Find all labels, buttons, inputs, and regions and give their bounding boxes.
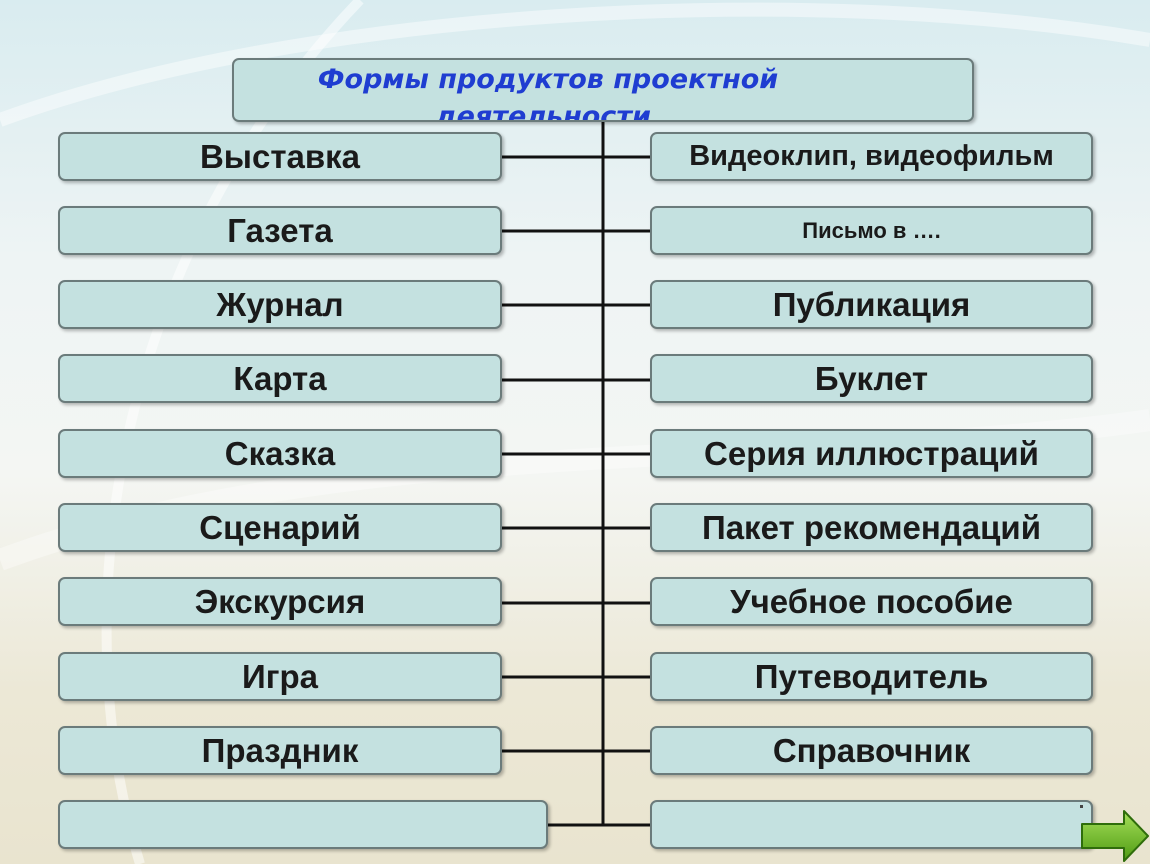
right-item: Путеводитель [650,652,1093,701]
left-item: Журнал [58,280,502,329]
right-item: Учебное пособие [650,577,1093,626]
right-item: Справочник [650,726,1093,775]
left-item: Игра [58,652,502,701]
left-item: Праздник [58,726,502,775]
right-item: Буклет [650,354,1093,403]
right-item: Пакет рекомендаций [650,503,1093,552]
right-item: Письмо в …. [650,206,1093,255]
left-item-label: Экскурсия [194,582,366,620]
right-item-label: Справочник [772,731,971,769]
left-item-label: Газета [227,211,333,249]
left-item: Экскурсия [58,577,502,626]
right-item-label: Путеводитель [754,657,989,695]
left-item: Сказка [58,429,502,478]
title-box: Формы продуктов проектной деятельности. [232,58,974,122]
left-item: Карта [58,354,502,403]
left-item-label: Праздник [201,731,359,769]
left-item-label: Игра [242,657,318,695]
left-item-label: Журнал [216,285,344,323]
dot-mark [1080,805,1083,808]
right-item-label: Буклет [814,359,929,397]
right-item-label: Публикация [772,285,971,323]
left-item: Газета [58,206,502,255]
right-item-label: Письмо в …. [802,217,941,243]
right-item-label: Учебное пособие [730,582,1013,620]
left-item-label: Сценарий [199,508,361,546]
right-item: Публикация [650,280,1093,329]
left-item-label: Выставка [199,137,361,175]
right-item-label: Пакет рекомендаций [701,508,1041,546]
diagram-title: Формы продуктов проектной деятельности. [317,64,779,122]
left-item: Сценарий [58,503,502,552]
left-item-empty [58,800,548,849]
right-item: Видеоклип, видеофильм [650,132,1093,181]
right-arrow-icon[interactable] [1080,808,1150,864]
right-item-empty [650,800,1093,849]
left-item-label: Карта [233,359,327,397]
right-item-label: Серия иллюстраций [704,434,1039,472]
right-item-label: Видеоклип, видеофильм [689,140,1054,172]
left-item: Выставка [58,132,502,181]
right-item: Серия иллюстраций [650,429,1093,478]
left-item-label: Сказка [224,434,336,472]
